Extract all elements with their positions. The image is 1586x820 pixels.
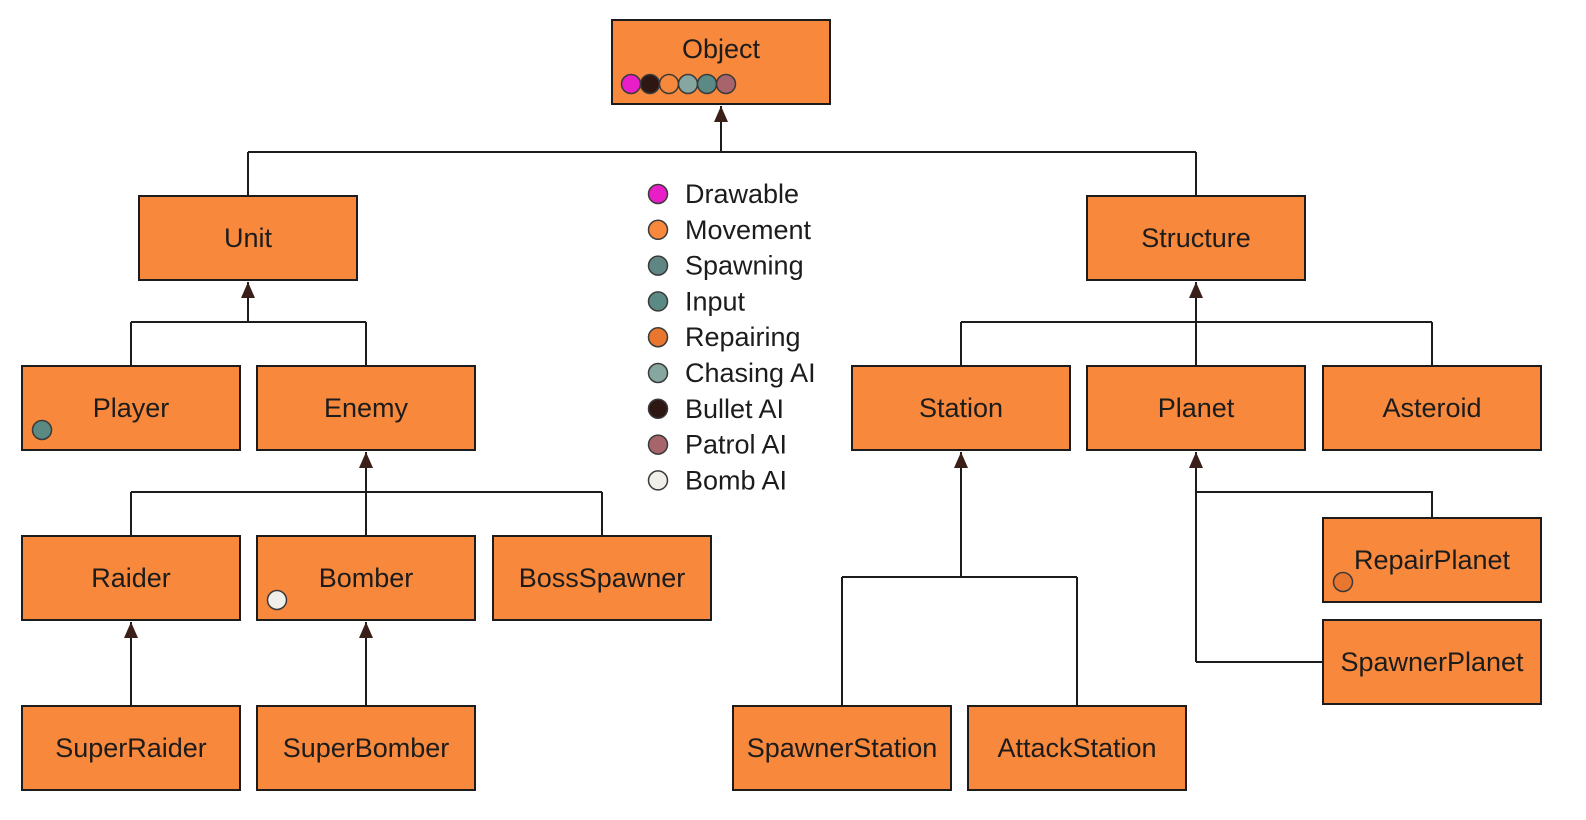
- legend-item-movement: Movement: [647, 215, 812, 245]
- class-label: Planet: [1158, 393, 1235, 423]
- class-label: BossSpawner: [519, 563, 686, 593]
- class-node-spawnerplanet: SpawnerPlanet: [1322, 619, 1542, 705]
- class-label: Enemy: [324, 393, 409, 423]
- class-label: RepairPlanet: [1354, 545, 1511, 575]
- node-box: [851, 365, 1071, 451]
- legend-swatch: [647, 362, 669, 384]
- class-label: SpawnerPlanet: [1340, 647, 1524, 677]
- edge-repairplanet-to-planet: [1196, 491, 1433, 518]
- node-box: [1086, 365, 1306, 451]
- class-node-player: Player: [21, 365, 241, 451]
- class-label: Player: [93, 393, 170, 423]
- component-dot-chasing_ai: [677, 73, 699, 95]
- legend-swatch: [647, 470, 669, 491]
- class-node-planet: Planet: [1086, 365, 1306, 451]
- class-label: Raider: [91, 563, 171, 593]
- node-box: [1322, 517, 1542, 603]
- legend-label: Bomb AI: [685, 465, 787, 495]
- legend-swatch: [647, 434, 669, 455]
- class-node-bomber: Bomber: [256, 535, 476, 621]
- node-box: [256, 705, 476, 791]
- legend-swatch: [647, 326, 669, 348]
- component-dot-repairing: [1332, 571, 1354, 593]
- class-label: Structure: [1141, 223, 1251, 253]
- node-box: [1322, 365, 1542, 451]
- legend-item-chasing_ai: Chasing AI: [647, 358, 816, 388]
- component-dot-patrol_ai: [715, 73, 737, 95]
- legend-swatch: [647, 255, 669, 276]
- legend-item-spawning: Spawning: [647, 251, 804, 281]
- legend-item-repairing: Repairing: [647, 322, 801, 352]
- class-node-superbomber: SuperBomber: [256, 705, 476, 791]
- legend-item-drawable: Drawable: [647, 179, 799, 209]
- legend-label: Chasing AI: [685, 358, 816, 388]
- class-node-station: Station: [851, 365, 1071, 451]
- legend-label: Patrol AI: [685, 430, 787, 460]
- legend-swatch: [647, 398, 669, 420]
- class-node-superraider: SuperRaider: [21, 705, 241, 791]
- node-box: [1322, 619, 1542, 705]
- node-box: [1086, 195, 1306, 281]
- node-box: [256, 365, 476, 451]
- component-legend: DrawableMovementSpawningInputRepairingCh…: [647, 179, 816, 495]
- component-dot-bomb_ai: [266, 589, 288, 611]
- class-label: SuperBomber: [283, 733, 450, 763]
- legend-swatch: [647, 183, 669, 205]
- class-label: SuperRaider: [55, 733, 207, 763]
- legend-item-input: Input: [647, 286, 746, 316]
- legend-label: Spawning: [685, 251, 804, 281]
- class-label: Unit: [224, 223, 273, 253]
- class-label: AttackStation: [997, 733, 1156, 763]
- class-node-asteroid: Asteroid: [1322, 365, 1542, 451]
- class-label: Object: [682, 34, 761, 64]
- legend-label: Bullet AI: [685, 394, 784, 424]
- class-node-repairplanet: RepairPlanet: [1322, 517, 1542, 603]
- component-dot-movement: [658, 73, 680, 95]
- class-node-raider: Raider: [21, 535, 241, 621]
- node-box: [21, 535, 241, 621]
- class-label: Station: [919, 393, 1003, 423]
- class-node-unit: Unit: [138, 195, 358, 281]
- legend-label: Drawable: [685, 179, 799, 209]
- node-box: [967, 705, 1187, 791]
- legend-label: Input: [685, 286, 746, 316]
- component-dot-bullet_ai: [639, 73, 661, 95]
- legend-label: Repairing: [685, 322, 801, 352]
- class-label: SpawnerStation: [747, 733, 938, 763]
- class-label: Asteroid: [1382, 393, 1481, 423]
- node-box: [21, 365, 241, 451]
- class-label: Bomber: [319, 563, 414, 593]
- class-node-object: Object: [611, 19, 831, 105]
- legend-item-bomb_ai: Bomb AI: [647, 465, 787, 495]
- class-node-enemy: Enemy: [256, 365, 476, 451]
- inheritance-edges: [124, 106, 1433, 706]
- component-dot-drawable: [620, 73, 642, 95]
- node-box: [492, 535, 712, 621]
- component-dot-input: [31, 419, 53, 441]
- legend-item-patrol_ai: Patrol AI: [647, 430, 787, 460]
- legend-item-bullet_ai: Bullet AI: [647, 394, 784, 424]
- node-box: [138, 195, 358, 281]
- class-node-spawnerstation: SpawnerStation: [732, 705, 952, 791]
- legend-label: Movement: [685, 215, 812, 245]
- node-box: [256, 535, 476, 621]
- class-node-bossspawner: BossSpawner: [492, 535, 712, 621]
- node-box: [21, 705, 241, 791]
- class-node-attackstation: AttackStation: [967, 705, 1187, 791]
- legend-swatch: [647, 219, 669, 241]
- component-dot-input: [696, 73, 718, 95]
- legend-swatch: [647, 291, 669, 312]
- node-box: [732, 705, 952, 791]
- class-node-structure: Structure: [1086, 195, 1306, 281]
